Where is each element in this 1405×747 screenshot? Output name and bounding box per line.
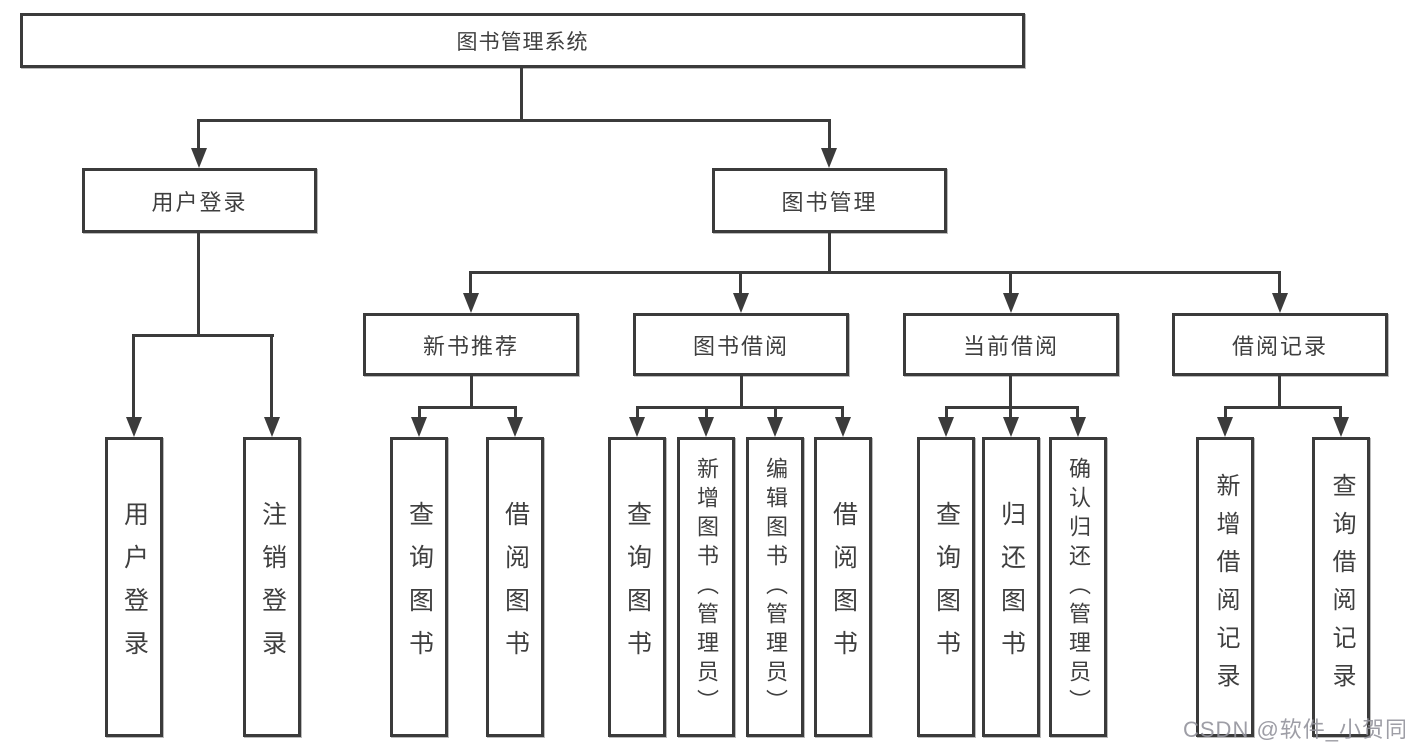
connector-line	[470, 375, 473, 408]
leaf-user-login: 用户登录	[105, 437, 163, 737]
connector-line	[197, 119, 200, 150]
leaf-query-borrow-record: 查询借阅记录	[1312, 437, 1370, 737]
connector-line	[514, 406, 517, 419]
node-label: 当前借阅	[962, 333, 1059, 359]
leaf-query-books-current: 查询图书	[917, 437, 975, 737]
arrowhead-down-icon	[629, 417, 645, 437]
node-label: 借阅图书	[501, 501, 530, 673]
node-current-borrowing: 当前借阅	[903, 313, 1119, 376]
arrowhead-down-icon	[835, 417, 851, 437]
node-label: 注销登录	[258, 501, 287, 673]
node-label: 图书借阅	[692, 333, 789, 359]
connector-bar	[418, 406, 517, 409]
connector-user-login-stem	[197, 233, 200, 335]
arrowhead-down-icon	[1333, 417, 1349, 437]
node-label: 图书管理	[781, 189, 878, 215]
node-label: 新增图书（管理员）	[694, 456, 719, 718]
node-label: 归还图书	[997, 501, 1026, 673]
connector-line	[270, 334, 273, 418]
connector-line	[1009, 271, 1012, 295]
node-label: 编辑图书（管理员）	[763, 456, 788, 718]
leaf-borrow-books-recommend: 借阅图书	[486, 437, 544, 737]
connector-bar	[636, 406, 844, 409]
connector-line	[418, 406, 421, 419]
node-label: 借阅图书	[829, 501, 858, 673]
arrowhead-down-icon	[767, 417, 783, 437]
arrowhead-down-icon	[411, 417, 427, 437]
connector-user-login-bar	[132, 334, 274, 337]
leaf-edit-book-admin: 编辑图书（管理员）	[746, 437, 804, 737]
csdn-watermark: CSDN @软件_小贺同学	[1183, 717, 1405, 742]
connector-line	[1278, 271, 1281, 295]
node-label: 确认归还（管理员）	[1066, 456, 1091, 718]
connector-bar	[945, 406, 1079, 409]
connector-level2-bar	[198, 119, 831, 122]
node-book-borrowing: 图书借阅	[633, 313, 849, 376]
arrowhead-down-icon	[1003, 417, 1019, 437]
leaf-return-book: 归还图书	[982, 437, 1040, 737]
connector-line	[828, 119, 831, 150]
connector-book-mgmt-stem	[828, 233, 831, 274]
node-label: 图书管理系统	[456, 30, 589, 54]
connector-line	[1076, 406, 1079, 419]
leaf-borrow-books-borrowing: 借阅图书	[814, 437, 872, 737]
node-label: 用户登录	[151, 189, 248, 215]
node-new-book-recommend: 新书推荐	[363, 313, 579, 376]
node-label: 新书推荐	[422, 333, 519, 359]
arrowhead-down-icon	[1272, 293, 1288, 313]
connector-line	[636, 406, 639, 419]
arrowhead-down-icon	[821, 148, 837, 168]
arrowhead-down-icon	[507, 417, 523, 437]
leaf-add-borrow-record: 新增借阅记录	[1196, 437, 1254, 737]
arrowhead-down-icon	[1217, 417, 1233, 437]
connector-line	[1224, 406, 1227, 419]
connector-line	[132, 334, 135, 418]
connector-level3-bar	[470, 271, 1281, 274]
arrowhead-down-icon	[126, 417, 142, 437]
connector-line	[945, 406, 948, 419]
connector-line	[1339, 406, 1342, 419]
leaf-add-book-admin: 新增图书（管理员）	[677, 437, 735, 737]
arrowhead-down-icon	[463, 293, 479, 313]
arrowhead-down-icon	[1070, 417, 1086, 437]
connector-line	[1009, 375, 1012, 408]
connector-line	[841, 406, 844, 419]
connector-line	[1009, 406, 1012, 419]
arrowhead-down-icon	[938, 417, 954, 437]
arrowhead-down-icon	[1003, 293, 1019, 313]
connector-line	[705, 406, 708, 419]
node-book-management: 图书管理	[712, 168, 947, 233]
node-user-login: 用户登录	[82, 168, 317, 233]
arrowhead-down-icon	[191, 148, 207, 168]
node-label: 查询借阅记录	[1328, 473, 1355, 701]
connector-line	[469, 271, 472, 295]
leaf-logout: 注销登录	[243, 437, 301, 737]
arrowhead-down-icon	[264, 417, 280, 437]
leaf-query-books-recommend: 查询图书	[390, 437, 448, 737]
connector-line	[1278, 375, 1281, 408]
arrowhead-down-icon	[733, 293, 749, 313]
connector-line	[739, 271, 742, 295]
leaf-query-books-borrowing: 查询图书	[608, 437, 666, 737]
connector-bar	[1224, 406, 1342, 409]
node-label: 查询图书	[932, 501, 961, 673]
node-label: 借阅记录	[1231, 333, 1328, 359]
leaf-confirm-return-admin: 确认归还（管理员）	[1049, 437, 1107, 737]
node-library-management-system: 图书管理系统	[20, 13, 1025, 68]
node-label: 新增借阅记录	[1212, 473, 1239, 701]
node-label: 查询图书	[405, 501, 434, 673]
arrowhead-down-icon	[698, 417, 714, 437]
connector-line	[740, 375, 743, 408]
node-label: 用户登录	[120, 501, 149, 673]
connector-root-stem	[520, 68, 523, 120]
node-label: 查询图书	[623, 501, 652, 673]
connector-line	[774, 406, 777, 419]
node-borrowing-records: 借阅记录	[1172, 313, 1388, 376]
